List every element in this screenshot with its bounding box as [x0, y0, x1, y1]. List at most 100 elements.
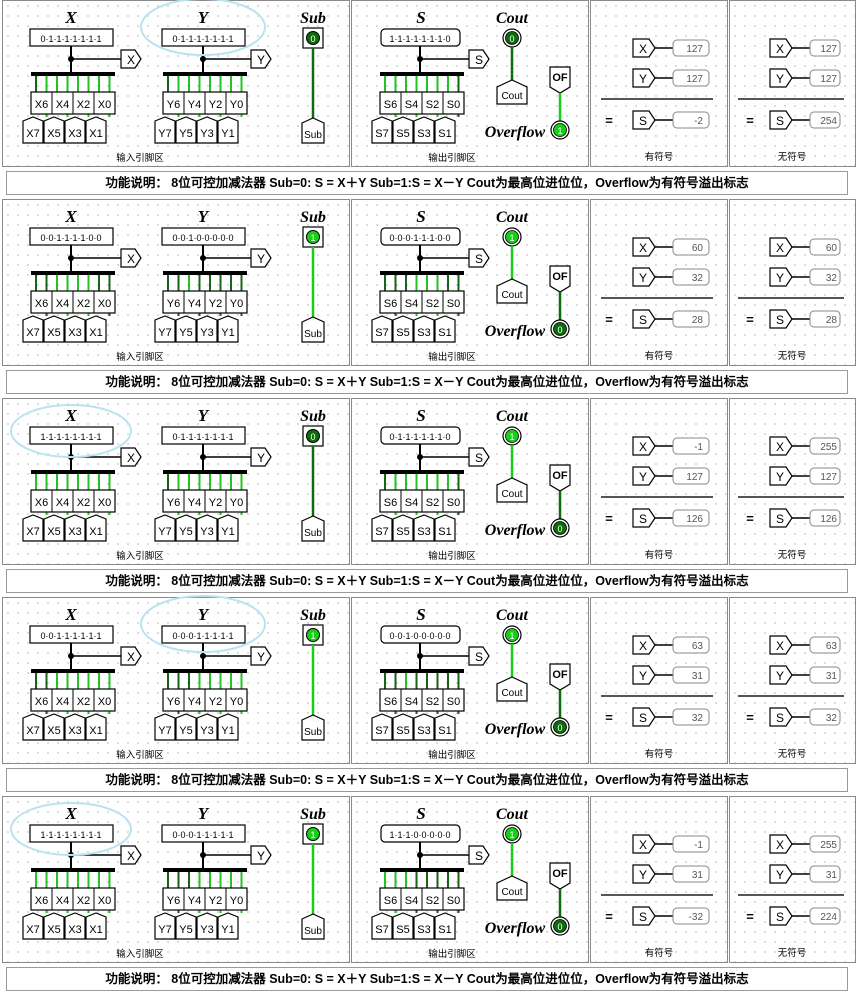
cout-label: Cout: [496, 607, 529, 624]
s-bits: 0·0·0·1·1·1·0·0: [389, 233, 450, 243]
x-splitter: [31, 72, 115, 76]
x-pin-tunnel[interactable]: [120, 447, 142, 467]
x-pin-tunnel[interactable]: [120, 845, 142, 865]
cout-led: [505, 429, 519, 443]
y3-pin: Y3: [200, 128, 213, 140]
y-splitter: [163, 868, 247, 872]
signed-s-tunnel: [632, 508, 656, 528]
s7-pin: S7: [375, 924, 388, 936]
input-panel: X 1·1·1·1·1·1·1·1 X X6: [2, 796, 350, 963]
unsigned-y-label: Y: [776, 72, 784, 86]
y1-pin: Y1: [221, 327, 234, 339]
signed-s-label: S: [639, 910, 647, 924]
y1-pin: Y1: [221, 526, 234, 538]
x-bits: 0·0·1·1·1·1·1·1: [40, 631, 101, 641]
unsigned-y-probe: [809, 865, 841, 883]
s-odd-pins: S7 S5 S3 S1: [371, 315, 456, 343]
signed-display: X 63 Y 31 = S 32 有符号: [601, 635, 713, 760]
s6-pin: S6: [384, 895, 397, 907]
input-circuit: X 0·0·1·1·1·1·0·0 X X6: [22, 207, 326, 363]
sub-pin-label: Sub: [304, 528, 322, 539]
y-bits: 0·1·1·1·1·1·1·1: [172, 34, 233, 44]
x-label: X: [64, 406, 77, 425]
s-pin-tunnel: [468, 845, 490, 865]
unsigned-equals: =: [746, 511, 754, 526]
s7-pin: S7: [375, 128, 388, 140]
x-pin-tunnel[interactable]: [120, 646, 142, 666]
unsigned-display: X 255 Y 127 = S 126 无符号: [738, 436, 844, 561]
cout-value: 1: [509, 432, 514, 442]
unsigned-s-tunnel: [769, 309, 793, 329]
signed-equals: =: [605, 710, 613, 725]
signed-s-label: S: [639, 711, 647, 725]
x3-pin: X3: [68, 725, 81, 737]
s6-pin: S6: [384, 497, 397, 509]
cout-pin-label: Cout: [501, 688, 522, 699]
x-pin-tunnel[interactable]: [120, 49, 142, 69]
unsigned-y-value: 127: [820, 472, 837, 483]
x-even-pins: X6 X4 X2 X0: [30, 91, 116, 115]
sub-led[interactable]: [306, 628, 320, 642]
sub-led[interactable]: [306, 429, 320, 443]
x-pin-tunnel[interactable]: [120, 248, 142, 268]
signed-s-probe: [672, 310, 710, 328]
sub-led[interactable]: [306, 230, 320, 244]
x-bits: 0·0·1·1·1·1·0·0: [40, 233, 101, 243]
s1-pin: S1: [438, 128, 451, 140]
y-bits: 0·0·1·0·0·0·0·0: [172, 233, 233, 243]
y-pin-tunnel[interactable]: [250, 49, 272, 69]
signed-panel: X -1 Y 127 = S 126 有符号: [590, 398, 728, 565]
sub-pin: [301, 913, 325, 940]
output-circuit: S 0·1·1·1·1·1·1·0 S S6 S4 S2: [371, 406, 571, 562]
x7-pin: X7: [26, 725, 39, 737]
y-pin-label: Y: [257, 849, 265, 863]
signed-x-probe: [672, 39, 710, 57]
y3-pin: Y3: [200, 526, 213, 538]
y7-pin: Y7: [158, 725, 171, 737]
x-even-pins: X6 X4 X2 X0: [30, 887, 116, 911]
signed-y-tunnel: [632, 665, 656, 685]
unsigned-x-tunnel: [769, 834, 793, 854]
unsigned-y-label: Y: [776, 271, 784, 285]
s-label: S: [416, 207, 425, 226]
sub-led[interactable]: [306, 31, 320, 45]
s-splitter: [380, 868, 464, 872]
output-panel: S 0·0·0·1·1·1·0·0 S S6 S4 S2: [351, 199, 589, 366]
x4-pin: X4: [56, 895, 69, 907]
unsigned-x-tunnel: [769, 38, 793, 58]
y-pin-tunnel[interactable]: [250, 248, 272, 268]
sub-pin: [301, 316, 325, 343]
x-label: X: [64, 207, 77, 226]
s3-pin: S3: [417, 128, 430, 140]
signed-y-tunnel: [632, 466, 656, 486]
y-label: Y: [198, 8, 210, 27]
cout-label: Cout: [496, 10, 529, 27]
unsigned-x-probe: [809, 238, 841, 256]
unsigned-y-label: Y: [776, 868, 784, 882]
signed-display: X 60 Y 32 = S 28 有符号: [601, 237, 713, 362]
s-bits: 0·1·1·1·1·1·1·0: [389, 432, 450, 442]
function-caption: 功能说明： 8位可控加减法器 Sub=0: S = X＋Y Sub=1:S = …: [6, 171, 848, 195]
y-pin-tunnel[interactable]: [250, 646, 272, 666]
input-circuit: X 1·1·1·1·1·1·1·1 X X6: [10, 802, 326, 960]
unsigned-s-probe: [809, 111, 841, 129]
y2-pin: Y2: [209, 99, 222, 111]
of-tunnel: [549, 265, 571, 293]
overflow-value: 0: [557, 524, 562, 534]
sub-value: 0: [310, 34, 315, 44]
output-panel: S 0·1·1·1·1·1·1·0 S S6 S4 S2: [351, 398, 589, 565]
y-splitter: [163, 669, 247, 673]
unsigned-s-label: S: [776, 512, 784, 526]
y-pin-tunnel[interactable]: [250, 447, 272, 467]
y-pin-tunnel[interactable]: [250, 845, 272, 865]
output-panel: S 1·1·1·0·0·0·0·0 S S6 S4 S2: [351, 796, 589, 963]
cout-led: [505, 230, 519, 244]
x5-pin: X5: [47, 924, 60, 936]
signed-s-label: S: [639, 313, 647, 327]
y-bits: 0·0·0·1·1·1·1·1: [172, 631, 233, 641]
unsigned-equals: =: [746, 312, 754, 327]
x3-pin: X3: [68, 128, 81, 140]
sub-led[interactable]: [306, 827, 320, 841]
signed-y-probe: [672, 666, 710, 684]
x1-pin: X1: [89, 725, 102, 737]
